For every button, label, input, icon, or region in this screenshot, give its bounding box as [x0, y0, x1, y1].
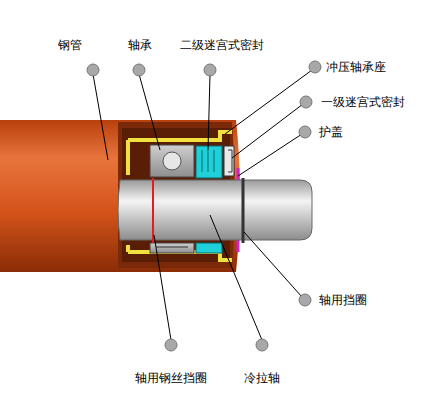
cold-drawn-shaft: [118, 180, 312, 240]
part-label: 冷拉轴: [243, 371, 281, 385]
labyrinth-seal-1: [224, 146, 234, 176]
part-label: 轴用钢丝挡圈: [134, 371, 208, 385]
callout-dot: [87, 61, 321, 351]
part-label: 冲压轴承座: [325, 60, 387, 74]
part-label: 护盖: [318, 125, 344, 139]
shaft-circlip: [242, 178, 245, 243]
part-label: 二级迷宫式密封: [179, 38, 265, 52]
wire-circlip: [152, 178, 154, 243]
bearing: [150, 145, 194, 177]
part-label: 一级迷宫式密封: [320, 95, 406, 109]
part-label: 轴承: [127, 38, 153, 52]
bearing-housing: [128, 132, 232, 140]
part-label: 钢管: [57, 38, 83, 52]
leader-lines: [93, 70, 312, 340]
labyrinth-seal-2: [196, 243, 222, 253]
part-label: 轴用挡圈: [318, 293, 368, 307]
labyrinth-seal-2: [196, 146, 222, 178]
